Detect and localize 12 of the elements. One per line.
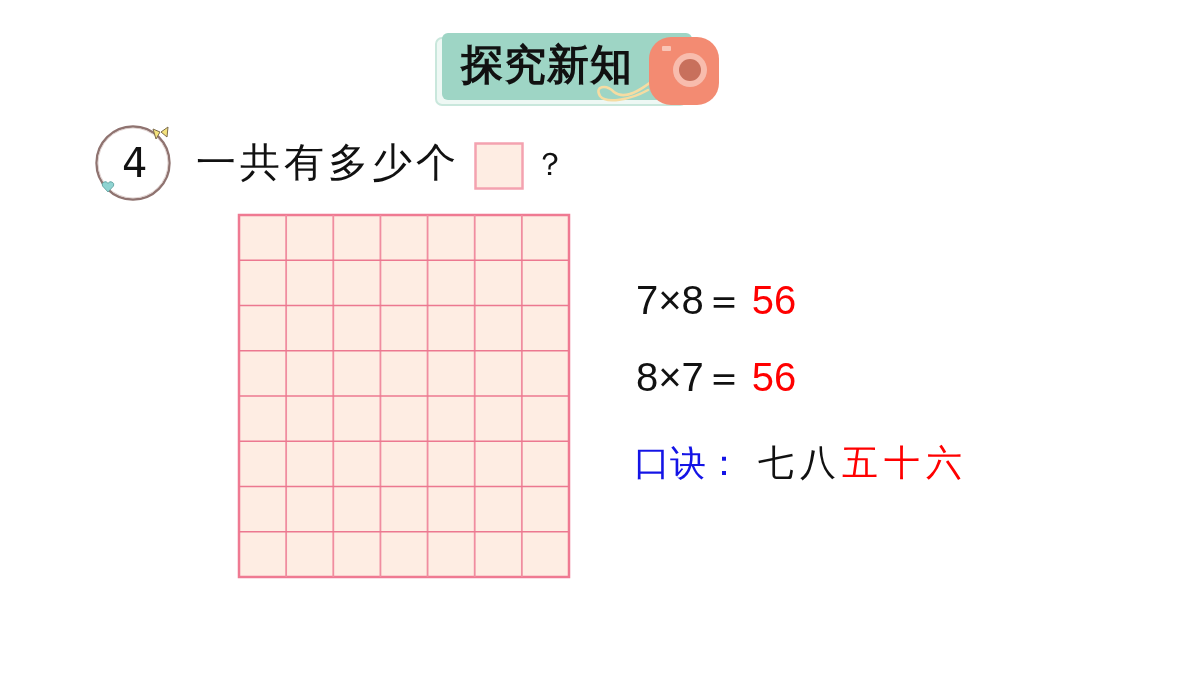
number-circle (94, 124, 174, 202)
question-mark: ？ (534, 148, 566, 180)
rhyme-text: 七八 (758, 445, 842, 481)
rhyme-answer: 五十六 (842, 445, 968, 481)
step-number: 4 (122, 143, 148, 183)
title-text: 探究新知 (461, 44, 633, 86)
question-text: 一共有多少个 (196, 142, 460, 182)
rhyme-label: 口诀： (634, 445, 742, 481)
answer-number: 56 (751, 357, 797, 397)
answer-number: 56 (751, 280, 797, 320)
equation-text: 8×7＝ (636, 357, 744, 397)
equation-text: 7×8＝ (636, 280, 744, 320)
